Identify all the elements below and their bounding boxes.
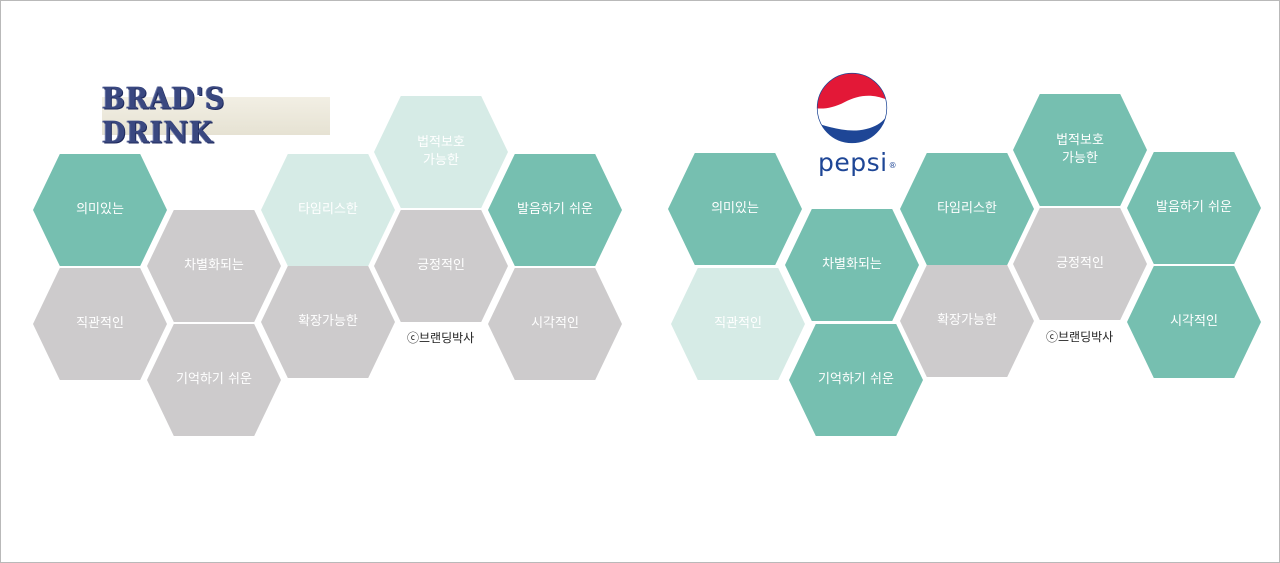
hex-legal-protection: 법적보호 가능한 bbox=[374, 96, 508, 208]
hex-extensible: 확장가능한 bbox=[261, 266, 395, 378]
hex-memorable: 기억하기 쉬운 bbox=[789, 324, 923, 436]
hex-intuitive: 직관적인 bbox=[671, 268, 805, 380]
hex-easy-to-pronounce: 발음하기 쉬운 bbox=[1127, 152, 1261, 264]
hex-memorable: 기억하기 쉬운 bbox=[147, 324, 281, 436]
hex-extensible: 확장가능한 bbox=[900, 265, 1034, 377]
brads-drink-logo-text: BRAD'S DRINK bbox=[102, 81, 226, 151]
hex-legal-protection: 법적보호 가능한 bbox=[1013, 94, 1147, 206]
hex-differentiated: 차별화되는 bbox=[785, 209, 919, 321]
hex-visual: 시각적인 bbox=[1127, 266, 1261, 378]
hex-differentiated: 차별화되는 bbox=[147, 210, 281, 322]
copyright-label: ⓒ브랜딩박사 bbox=[1046, 330, 1114, 344]
hex-positive: 긍정적인 bbox=[1013, 208, 1147, 320]
hex-meaningful: 의미있는 bbox=[33, 154, 167, 266]
hex-easy-to-pronounce: 발음하기 쉬운 bbox=[488, 154, 622, 266]
pepsi-wordmark: pepsi® bbox=[818, 148, 897, 177]
pepsi-globe-icon bbox=[815, 71, 889, 145]
pepsi-wordmark-text: pepsi bbox=[818, 148, 888, 177]
hex-timeless: 타임리스한 bbox=[900, 153, 1034, 265]
registered-mark: ® bbox=[888, 161, 898, 170]
hex-meaningful: 의미있는 bbox=[668, 153, 802, 265]
brads-drink-logo: BRAD'S DRINK bbox=[102, 82, 330, 150]
hex-positive: 긍정적인 bbox=[374, 210, 508, 322]
hex-intuitive: 직관적인 bbox=[33, 268, 167, 380]
copyright-label: ⓒ브랜딩박사 bbox=[407, 331, 475, 345]
hex-timeless: 타임리스한 bbox=[261, 154, 395, 266]
hex-visual: 시각적인 bbox=[488, 268, 622, 380]
